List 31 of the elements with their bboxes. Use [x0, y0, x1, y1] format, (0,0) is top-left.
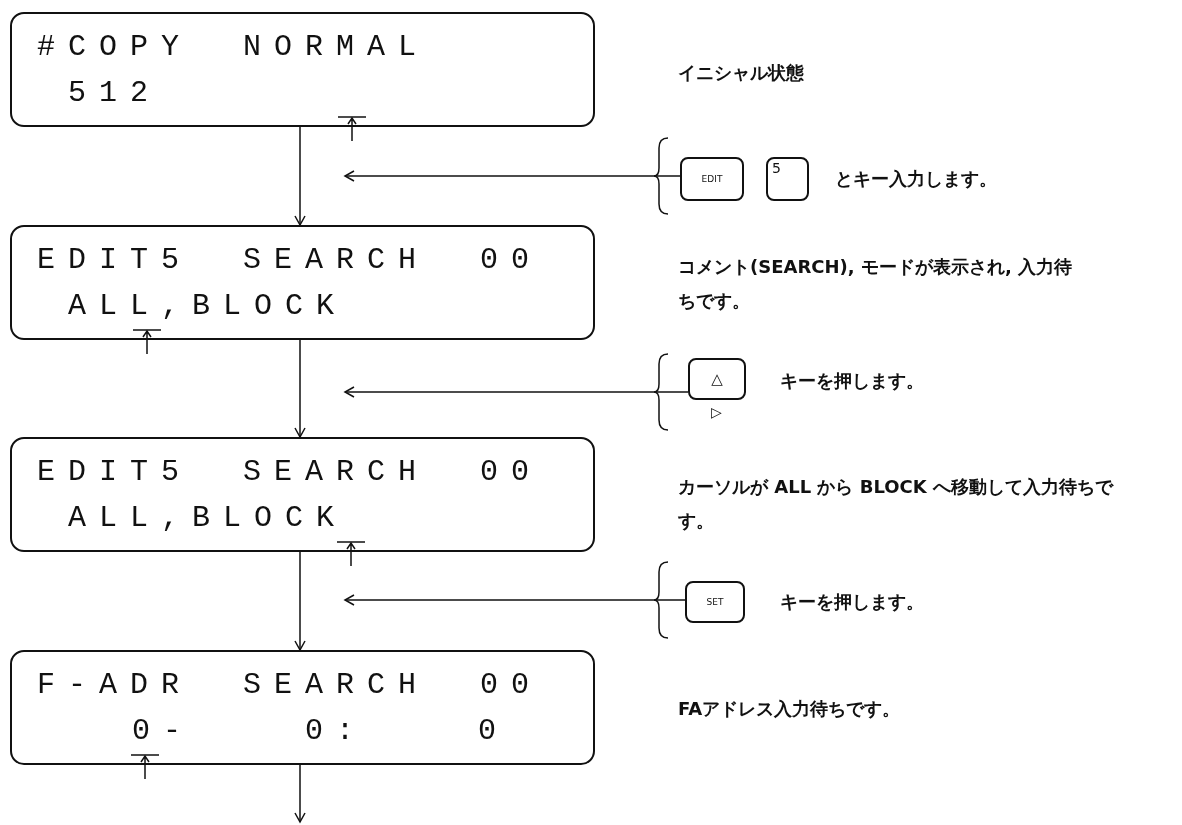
lcd-display: [10, 437, 595, 552]
step-description: キーを押します。: [780, 590, 925, 614]
lcd-display: [10, 650, 595, 765]
right-symbol: ▷: [711, 405, 722, 419]
step-description: キーを押します。: [780, 369, 925, 393]
arrow: [344, 386, 689, 398]
key-cap: SET: [685, 581, 745, 623]
display-text: ALL,BLOCK: [67, 500, 348, 537]
step-description: イニシャル状態: [678, 61, 805, 85]
lcd-display: [10, 225, 595, 340]
arrow: [294, 551, 306, 651]
arrow: [294, 764, 306, 823]
step-description: コメント(SEARCH), モードが表示され, 入力待ちです。: [678, 255, 1073, 313]
arrow: [294, 126, 306, 226]
key-cap: EDIT: [680, 157, 744, 201]
arrow: [344, 594, 686, 606]
arrow: [344, 170, 681, 182]
key-cap: 5: [766, 157, 809, 201]
display-text: F-ADR SEARCH 00: [37, 667, 543, 704]
display-text: EDIT5 SEARCH 00: [37, 242, 543, 279]
display-text: 0- 0: 0: [131, 713, 510, 750]
lcd-display: [10, 12, 595, 127]
up-key: △: [688, 358, 746, 400]
step-description: FAアドレス入力待ちです。: [678, 697, 902, 721]
step-description: とキー入力します。: [835, 167, 998, 191]
display-text: 512: [67, 75, 161, 112]
display-text: #COPY NORMAL: [37, 29, 430, 66]
step-description: カーソルが ALL から BLOCK へ移動して入力待ちです。: [678, 475, 1115, 533]
display-text: ALL,BLOCK: [67, 288, 348, 325]
arrow: [294, 339, 306, 438]
display-text: EDIT5 SEARCH 00: [37, 454, 543, 491]
